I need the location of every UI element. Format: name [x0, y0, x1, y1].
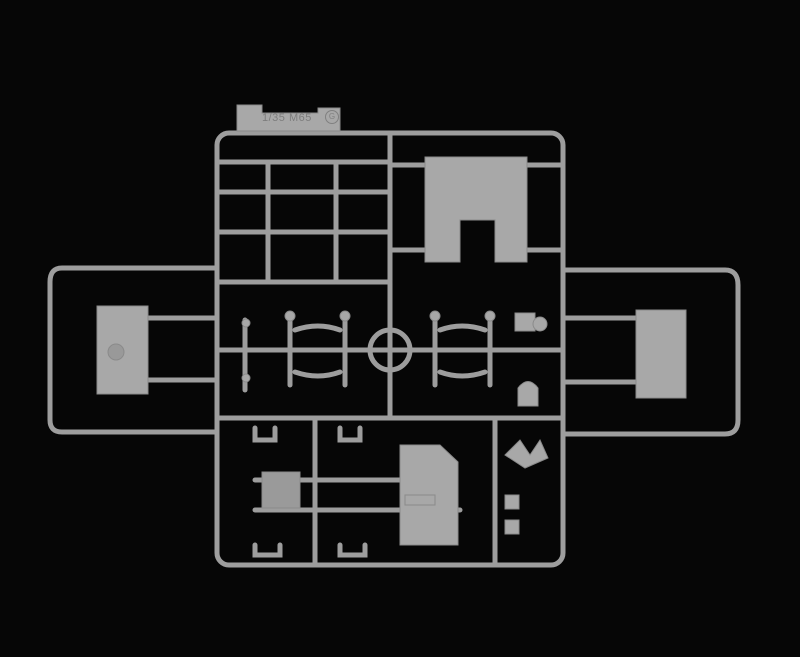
sprue-letter: G	[325, 110, 339, 124]
box-part-right	[635, 309, 687, 399]
sprue-label: 1/35 M65	[262, 112, 312, 124]
sprue-hub	[367, 327, 413, 373]
hull-part	[424, 156, 528, 263]
sprue-tag	[236, 104, 341, 132]
